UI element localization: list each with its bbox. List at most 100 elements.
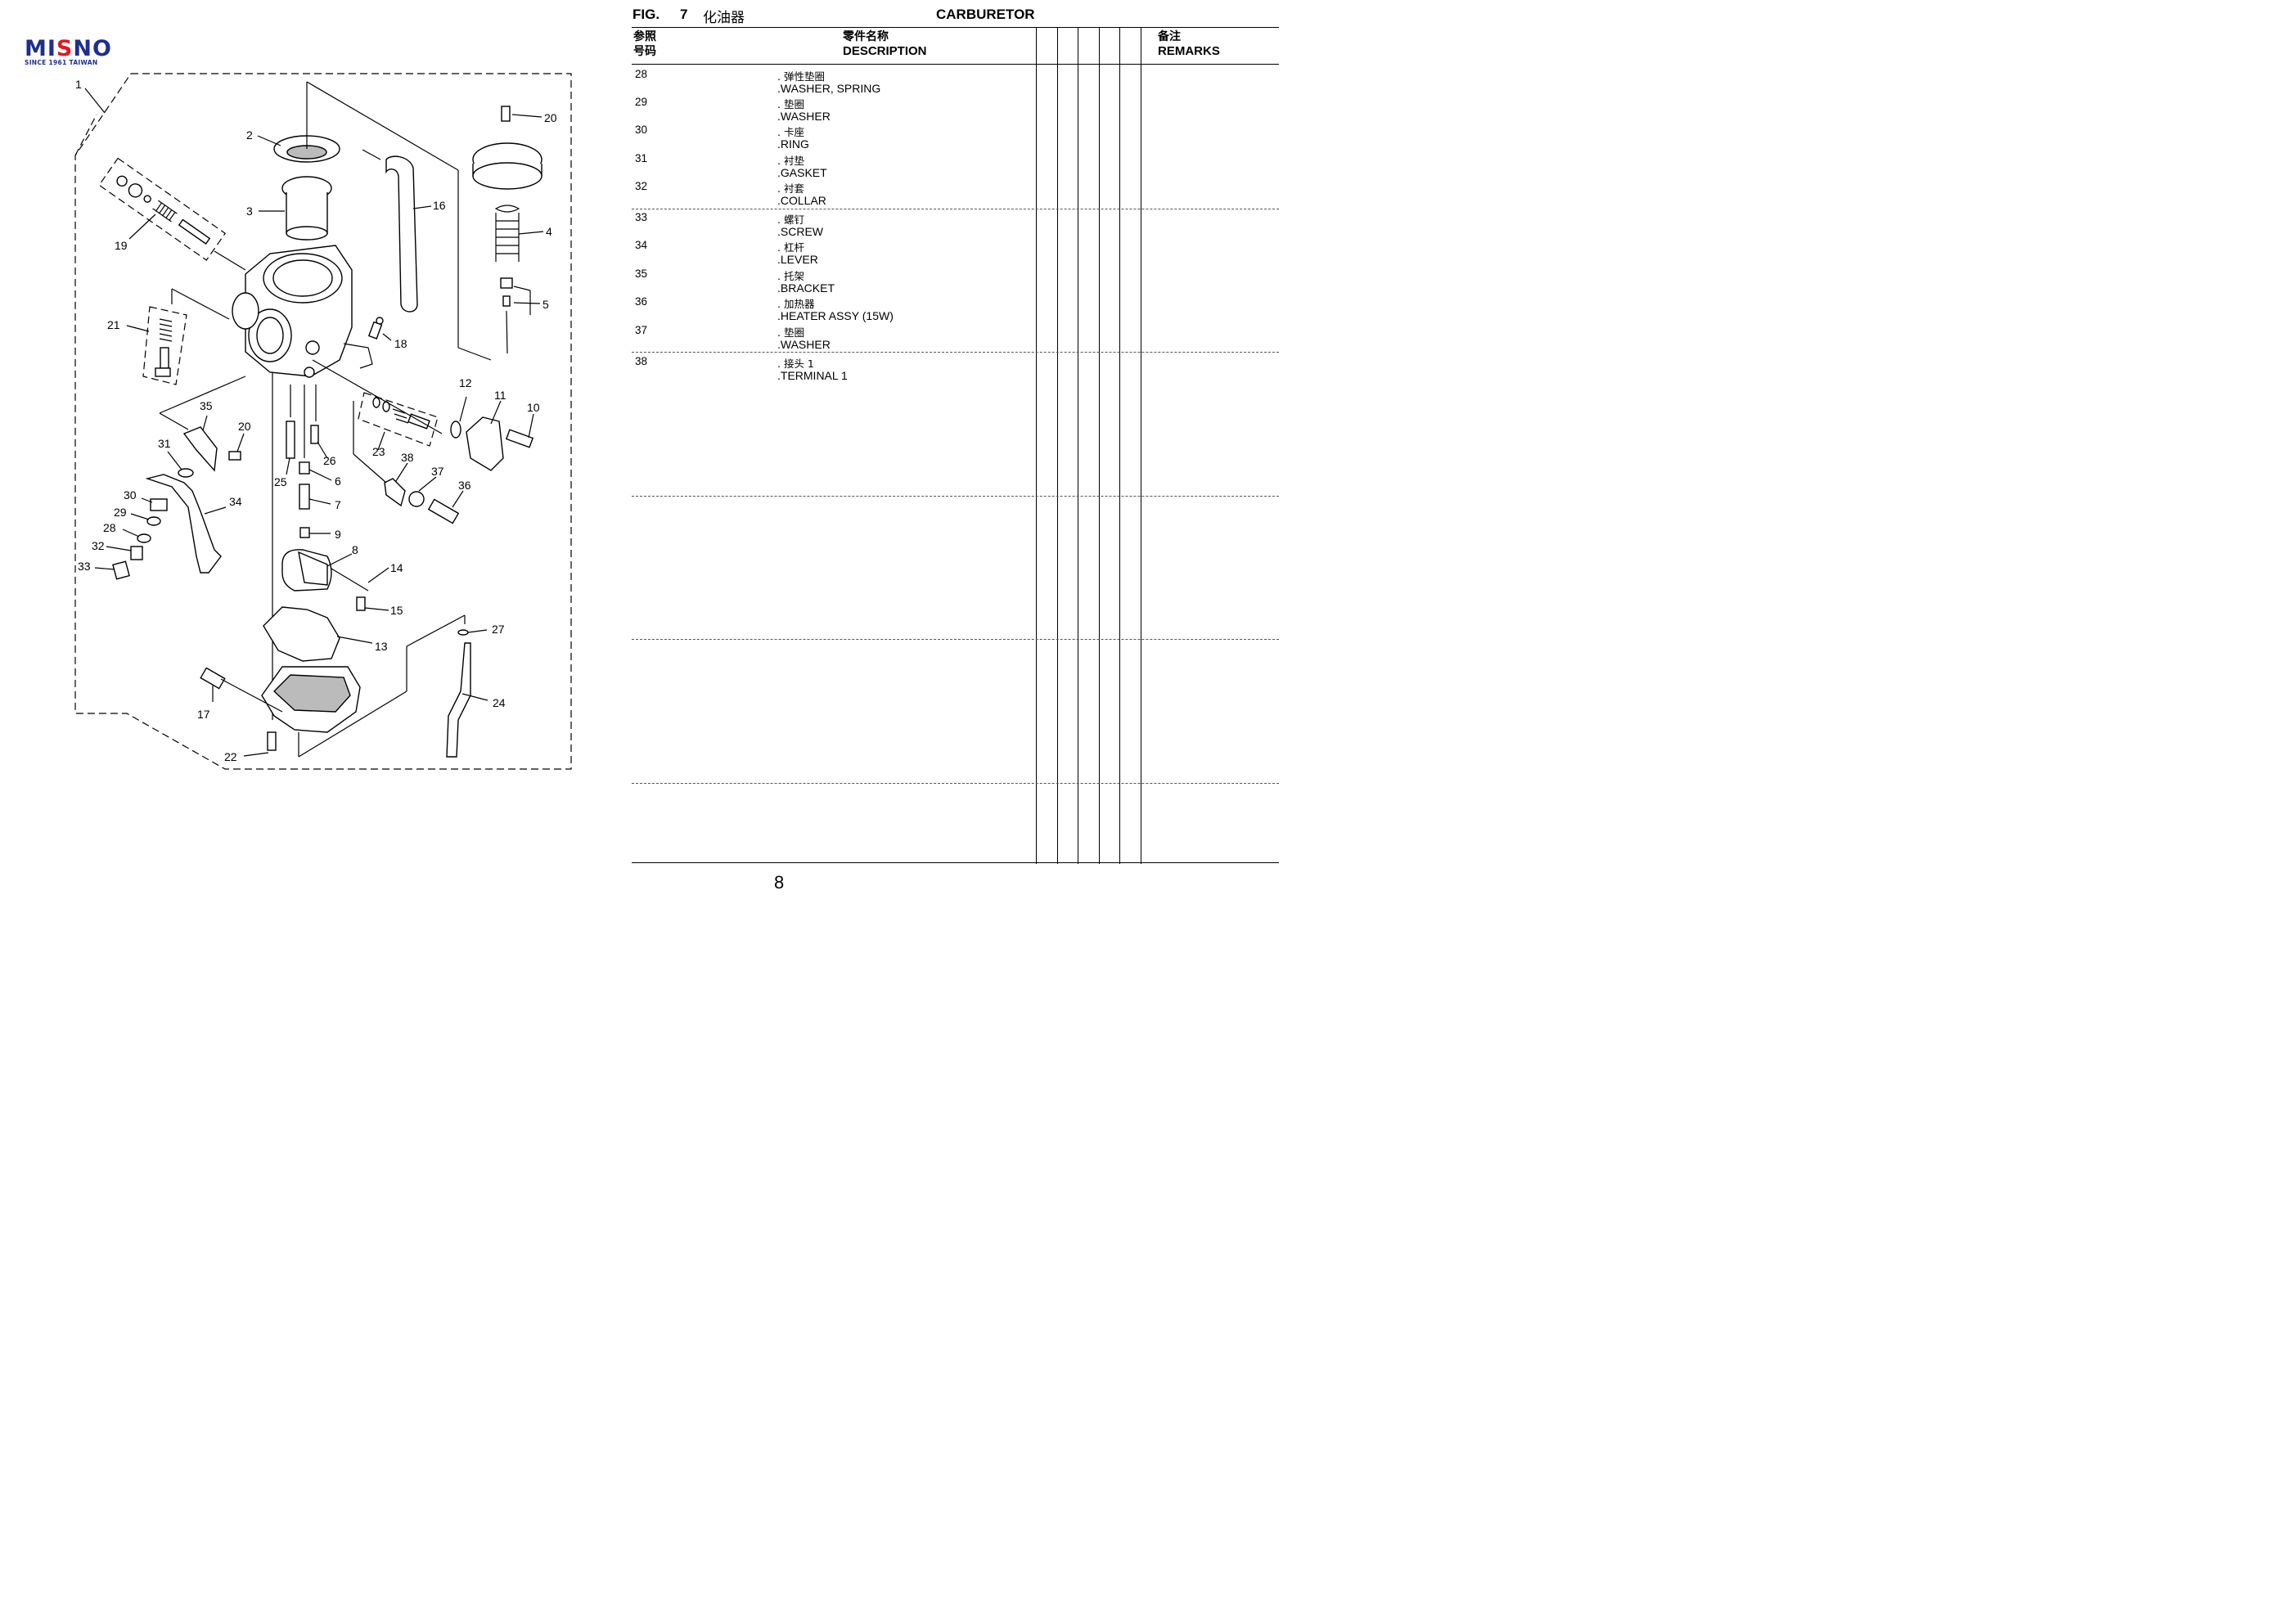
fig-title-en: CARBURETOR: [936, 7, 1035, 22]
row-ref: 30: [635, 124, 648, 136]
misno-logo: MISNO SINCE 1961 TAIWAN: [25, 36, 112, 66]
callout-3: 3: [246, 205, 253, 218]
boundary-leader: [74, 114, 97, 156]
row-desc-en: .GASKET: [777, 166, 827, 179]
callout-11: 11: [494, 389, 506, 402]
callout-18: 18: [394, 337, 407, 350]
col-divider-1: [1036, 27, 1037, 864]
callout-36: 36: [458, 479, 471, 492]
row-desc-en: .COLLAR: [777, 194, 826, 207]
table-bottom-rule: [632, 862, 1279, 863]
row-ref: 32: [635, 180, 648, 192]
thermo-assembly: [450, 416, 534, 471]
callout-31: 31: [158, 437, 171, 450]
gasket-part-13: [263, 606, 340, 662]
row-desc-en: .BRACKET: [777, 281, 835, 295]
fig-title-cn: 化油器: [703, 10, 745, 26]
parts-table: 参照 号码 零件名称 DESCRIPTION 备注 REMARKS 28 . 弹…: [632, 27, 1279, 864]
row-desc-cn: . 垫圈: [777, 98, 804, 110]
callout-19: 19: [115, 239, 128, 252]
throttle-linkage: [112, 426, 241, 580]
col-divider-5: [1119, 27, 1120, 864]
callout-17: 17: [197, 708, 210, 721]
table-top-rule: [632, 27, 1279, 28]
col-header-desc-cn: 零件名称: [843, 30, 889, 43]
row-ref: 28: [635, 68, 648, 80]
leader-lines: [84, 81, 544, 758]
screw-part-18: [367, 317, 384, 340]
callout-6: 6: [335, 475, 341, 488]
row-ref: 31: [635, 152, 648, 164]
tube-part-24: [446, 642, 471, 758]
callout-22: 22: [224, 750, 237, 763]
callout-8: 8: [352, 543, 358, 556]
float-bowl: [200, 666, 361, 751]
callout-7: 7: [335, 498, 341, 511]
row-desc-en: .TERMINAL 1: [777, 369, 848, 382]
row-desc-cn: . 加热器: [777, 298, 815, 310]
callout-38: 38: [401, 451, 414, 464]
logo-s: S: [56, 36, 74, 61]
col-header-remarks-cn: 备注: [1158, 30, 1181, 43]
row-desc-cn: . 托架: [777, 270, 804, 282]
callout-35: 35: [200, 399, 213, 412]
carburetor-body: [232, 245, 373, 378]
row-desc-cn: . 杠杆: [777, 241, 804, 254]
callout-24: 24: [493, 696, 506, 709]
row-desc-cn: . 衬套: [777, 182, 804, 195]
callout-12: 12: [459, 376, 472, 389]
fig-number: 7: [680, 7, 688, 22]
callout-20-left: 20: [238, 420, 251, 433]
row-desc-cn: . 接头 1: [777, 358, 814, 370]
screw-assembly-19: [98, 157, 227, 261]
row-desc-cn: . 卡座: [777, 126, 804, 138]
callout-30: 30: [124, 488, 137, 502]
row-ref: 34: [635, 239, 648, 251]
carburetor-exploded-diagram: 1 2 3 4 5 6 7 8 9 10 11 12 13 14 15 16 1…: [74, 73, 572, 770]
callout-23: 23: [372, 445, 385, 458]
callout-9: 9: [335, 528, 341, 541]
col-header-ref-cn2: 号码: [633, 45, 656, 58]
pilot-screw-23: [358, 392, 439, 447]
col-header-ref: 参照 号码: [633, 29, 656, 59]
callout-20-top: 20: [544, 111, 557, 124]
row-desc-en: .WASHER: [777, 338, 831, 351]
row-desc-en: .SCREW: [777, 225, 823, 238]
col-header-desc: 零件名称 DESCRIPTION: [843, 29, 927, 59]
parts-top-right: [472, 106, 542, 354]
logo-m: MI: [25, 36, 56, 61]
row-desc-en: .WASHER: [777, 110, 831, 123]
callout-14: 14: [390, 561, 403, 574]
callout-37: 37: [431, 465, 444, 478]
row-ref: 38: [635, 355, 648, 367]
col-divider-2: [1057, 27, 1058, 864]
row-desc-cn: . 螺钉: [777, 214, 804, 226]
col-header-remarks: 备注 REMARKS: [1158, 29, 1220, 59]
parts-top-left: [273, 135, 340, 241]
col-header-desc-en: DESCRIPTION: [843, 44, 927, 58]
group-divider: [632, 783, 1279, 784]
jets-column: [272, 372, 319, 720]
group-divider: [632, 496, 1279, 497]
row-desc-en: .HEATER ASSY (15W): [777, 309, 894, 322]
row-desc-en: .LEVER: [777, 253, 818, 266]
row-ref: 37: [635, 324, 648, 336]
callout-29: 29: [114, 506, 127, 519]
callout-numbers: 1 2 3 4 5 6 7 8 9 10 11 12 13 14 15 16 1…: [75, 78, 557, 763]
row-desc-en: .RING: [777, 137, 809, 151]
float-assembly: [281, 549, 369, 611]
row-ref: 35: [635, 268, 648, 280]
col-header-remarks-en: REMARKS: [1158, 44, 1220, 58]
logo-wordmark: MISNO: [25, 36, 112, 61]
callout-28: 28: [103, 521, 116, 534]
row-ref: 29: [635, 96, 648, 108]
heater-assembly: [384, 478, 460, 524]
callout-21: 21: [107, 318, 120, 331]
logo-tagline: SINCE 1961 TAIWAN: [25, 59, 98, 66]
callout-13: 13: [375, 640, 388, 653]
col-divider-4: [1099, 27, 1100, 864]
logo-rest: NO: [73, 36, 112, 61]
group-divider: [632, 352, 1279, 353]
table-header-rule: [632, 64, 1279, 65]
row-ref: 36: [635, 295, 648, 308]
